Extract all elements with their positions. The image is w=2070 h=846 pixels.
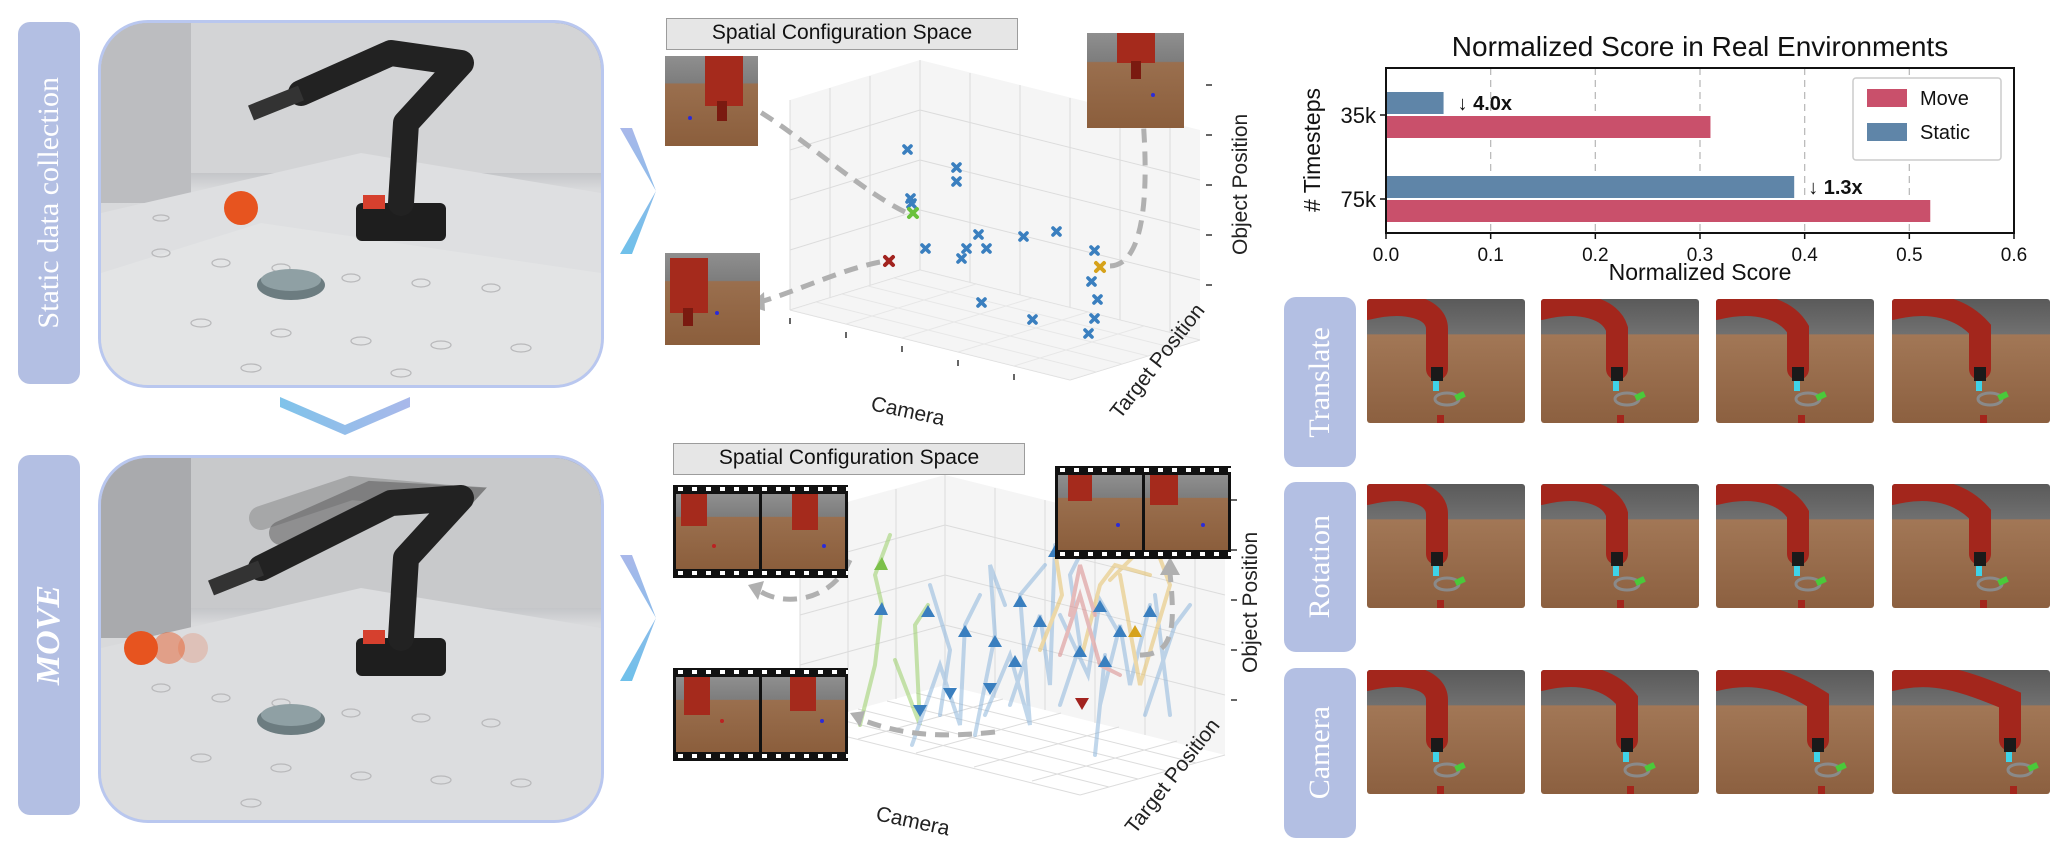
chart-xtick-label: 0.4 — [1791, 245, 1818, 266]
sim-frame — [1541, 670, 1699, 794]
film-strip-left-up — [673, 485, 848, 578]
sim-frame — [1541, 484, 1699, 608]
chart-ytick-label: 35k — [1341, 103, 1377, 128]
film-strip-left-down — [673, 668, 848, 761]
chart-xtick-label: 0.3 — [1687, 245, 1713, 266]
sim-frame — [1892, 670, 2050, 794]
bottom-axis-object: Object Position — [1239, 532, 1262, 673]
chart-xlabel: Normalized Score — [1609, 259, 1792, 285]
move-label-pill: MOVE — [18, 455, 80, 815]
row-label-translate-text: Translate — [1303, 326, 1336, 438]
down-chevron-icon — [280, 397, 410, 435]
top-thumb-left-up — [665, 56, 758, 146]
sim-frame — [1367, 670, 1525, 794]
bar-static-35k — [1386, 92, 1444, 114]
bottom-axis-camera: Camera — [874, 802, 952, 840]
legend-move-swatch — [1867, 89, 1907, 107]
legend-move-label: Move — [1920, 88, 1969, 110]
sim-frame — [1716, 670, 1874, 794]
sim-frame — [1367, 299, 1525, 423]
row-label-rotation-text: Rotation — [1303, 515, 1336, 619]
top-thumb-left-down — [665, 253, 760, 345]
top-axis-object: Object Position — [1229, 114, 1252, 255]
chart-legend: Move Static — [1852, 77, 2002, 161]
row-label-camera-text: Camera — [1303, 706, 1336, 800]
chart-xtick-label: 0.5 — [1896, 245, 1922, 266]
right-chevron-icon-top — [620, 128, 656, 254]
bar-move-75k — [1386, 200, 1931, 222]
bar-move-35k — [1386, 116, 1711, 138]
static-robot-photo — [98, 20, 604, 388]
static-label-pill: Static data collection — [18, 22, 80, 384]
chart-ytick-label: 75k — [1341, 187, 1377, 212]
sim-frame — [1367, 484, 1525, 608]
row-label-camera: Camera — [1284, 668, 1356, 838]
sim-frame — [1541, 299, 1699, 423]
static-label: Static data collection — [32, 77, 65, 329]
film-strip-right — [1055, 466, 1231, 559]
move-robot-photo — [98, 455, 604, 823]
top-thumb-right — [1087, 33, 1184, 128]
chart-xtick-label: 0.1 — [1477, 245, 1503, 266]
chart-ylabel: # Timesteps — [1299, 88, 1325, 212]
legend-static-label: Static — [1920, 122, 1970, 144]
row-label-rotation: Rotation — [1284, 482, 1356, 652]
sim-frame — [1892, 484, 2050, 608]
legend-static-swatch — [1867, 123, 1907, 141]
chart-xtick-label: 0.0 — [1373, 245, 1399, 266]
bar-annotation: ↓ 4.0x — [1458, 93, 1512, 115]
bar-annotation: ↓ 1.3x — [1808, 177, 1862, 199]
sim-frame — [1716, 299, 1874, 423]
bottom-panel-title: Spatial Configuration Space — [673, 443, 1025, 475]
chart-xtick-label: 0.2 — [1582, 245, 1608, 266]
chart-xtick-label: 0.6 — [2001, 245, 2027, 266]
normalized-score-chart: Normalized Score in Real Environments ↓ … — [1299, 31, 2027, 285]
sim-frame — [1716, 484, 1874, 608]
move-label: MOVE — [30, 584, 67, 686]
top-panel-title: Spatial Configuration Space — [666, 18, 1018, 50]
chart-title: Normalized Score in Real Environments — [1452, 31, 1948, 62]
top-axis-camera: Camera — [869, 392, 947, 430]
bar-static-75k — [1386, 176, 1795, 198]
right-chevron-icon-bottom — [620, 555, 656, 681]
sim-frame — [1892, 299, 2050, 423]
row-label-translate: Translate — [1284, 297, 1356, 467]
